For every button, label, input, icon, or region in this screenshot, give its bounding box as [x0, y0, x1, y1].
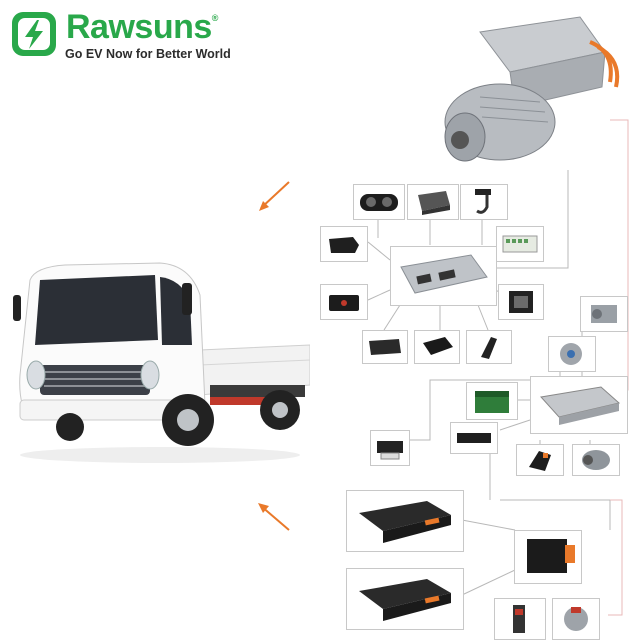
- battery-pack-box-2: [346, 568, 464, 630]
- auxiliary-battery-icon: [475, 391, 509, 413]
- charge-port-icon: [529, 451, 551, 471]
- ptc-heater-box: [450, 422, 498, 454]
- gps-tbox-box: [320, 284, 368, 320]
- steering-pump-box: [548, 336, 596, 372]
- water-pump-box: [552, 598, 600, 640]
- power-distribution-unit-box: [530, 376, 628, 434]
- brand-logo: Rawsuns® Go EV Now for Better World: [10, 8, 231, 64]
- vehicle-control-unit-box: [390, 246, 497, 306]
- fuse-box-icon: [509, 291, 533, 313]
- electric-truck-image: [13, 262, 310, 463]
- gear-shifter-box: [362, 330, 408, 364]
- vehicle-control-unit-icon: [400, 254, 488, 294]
- sensor-harness-box: [460, 184, 508, 220]
- charge-port-box: [516, 444, 564, 476]
- battery-pack-box-1: [346, 490, 464, 552]
- relay-board-box: [496, 226, 544, 262]
- battery-pack-icon: [359, 579, 451, 621]
- rawsuns-lightning-icon: [12, 12, 56, 56]
- sensor-harness-icon: [475, 189, 491, 214]
- display-module-box: [414, 330, 460, 364]
- dc-converter-icon: [418, 191, 450, 215]
- arrow-down-right-left-icon: [258, 503, 290, 531]
- ac-compressor-icon: [582, 450, 610, 470]
- gear-shifter-icon: [369, 339, 401, 355]
- dc-charger-icon: [377, 441, 403, 460]
- accelerator-pedal-icon: [481, 337, 497, 359]
- ptc-heater-icon: [457, 433, 491, 443]
- accelerator-pedal-box: [466, 330, 512, 364]
- relay-board-icon: [502, 235, 538, 253]
- gps-tbox-icon: [329, 295, 359, 311]
- dc-converter-box: [407, 184, 459, 220]
- air-compressor-icon: [591, 305, 617, 323]
- charging-station-box: [494, 598, 546, 640]
- battery-management-icon: [527, 539, 575, 573]
- brand-tagline: Go EV Now for Better World: [65, 47, 231, 61]
- air-compressor-box: [580, 296, 628, 332]
- steering-pump-icon: [560, 343, 582, 365]
- power-distribution-unit-icon: [540, 386, 621, 425]
- battery-pack-icon: [359, 501, 451, 543]
- dc-charger-box: [370, 430, 410, 466]
- obd-connector-box: [320, 226, 368, 262]
- fuse-box-box: [498, 284, 544, 320]
- water-pump-icon: [564, 607, 588, 631]
- battery-management-box: [514, 530, 582, 584]
- charging-station-icon: [513, 605, 525, 633]
- instrument-cluster-icon: [360, 194, 398, 211]
- display-module-icon: [423, 337, 453, 355]
- ac-compressor-box: [572, 444, 620, 476]
- arrow-up-left-icon: [259, 181, 290, 211]
- electric-motor-icon: [444, 16, 620, 162]
- obd-connector-icon: [329, 237, 359, 253]
- instrument-cluster-box: [353, 184, 405, 220]
- brand-name: Rawsuns®: [66, 8, 218, 46]
- auxiliary-battery-box: [466, 382, 518, 420]
